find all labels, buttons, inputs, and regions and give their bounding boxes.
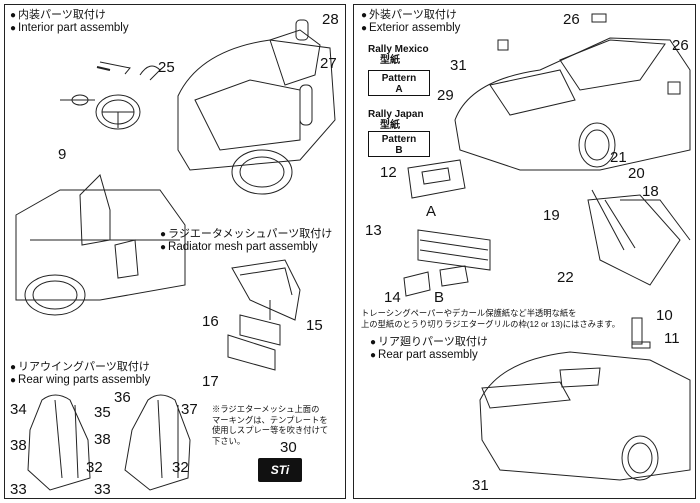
part-number-17: 17 (202, 373, 219, 390)
pattern-a-caption: Rally Mexico 型紙 (368, 44, 429, 66)
radiator-heading-en: Radiator mesh part assembly (160, 241, 332, 254)
pattern-a-caption-line1: Rally Mexico (368, 44, 429, 55)
steering-wheel-drawing (60, 61, 161, 130)
pattern-b-caption-line1: Rally Japan (368, 109, 424, 120)
exterior-heading: 外装パーツ取付け Exterior assembly (361, 9, 460, 35)
part-number-34: 34 (10, 401, 27, 418)
part-number-9: 9 (58, 146, 67, 163)
rear-wing-heading-jp: リアウイングパーツ取付け (10, 361, 150, 374)
part-number-32-right: 32 (172, 459, 189, 476)
car-rear-drawing (479, 317, 691, 481)
part-number-35: 35 (94, 404, 111, 421)
mesh-note-line2: マーキングは、テンプレートを (212, 414, 328, 425)
pattern-a-line1: Pattern (381, 73, 417, 84)
part-number-22: 22 (557, 269, 574, 286)
rear-part-heading-en: Rear part assembly (370, 349, 488, 362)
part-number-13: 13 (365, 222, 382, 239)
part-number-28: 28 (322, 11, 339, 28)
radiator-mesh-drawing (227, 259, 301, 371)
part-number-25: 25 (158, 59, 175, 76)
car-interior-drawing (177, 19, 336, 195)
part-number-30: 30 (280, 439, 297, 456)
part-number-19: 19 (543, 207, 560, 224)
part-number-12: 12 (380, 164, 397, 181)
pattern-b-line1: Pattern (381, 134, 417, 145)
part-number-31-front: 31 (450, 57, 467, 74)
part-number-26-side: 26 (672, 37, 689, 54)
part-number-27: 27 (320, 55, 337, 72)
right-panel (353, 4, 696, 499)
radiator-heading: ラジエータメッシュパーツ取付け Radiator mesh part assem… (160, 228, 332, 254)
pattern-a-box: Pattern A (368, 70, 430, 96)
rear-part-heading: リア廻りパーツ取付け Rear part assembly (370, 336, 488, 362)
part-number-10: 10 (656, 307, 673, 324)
part-number-14: 14 (384, 289, 401, 306)
part-number-20: 20 (628, 165, 645, 182)
part-number-31-rear: 31 (472, 477, 489, 494)
racing-seat-left-drawing (27, 394, 91, 491)
mesh-note-line3: 使用しスプレー等を吹き付けて (212, 425, 329, 435)
part-number-32-left: 32 (86, 459, 103, 476)
tracing-note-line2: 上の型紙のとうり切りラジエターグリルの枠(12 or 13)にはさみます。 (361, 318, 620, 329)
rear-part-heading-jp: リア廻りパーツ取付け (370, 336, 488, 349)
exterior-heading-jp: 外装パーツ取付け (361, 9, 460, 22)
spoiler-parts-drawing (587, 189, 691, 286)
rear-wing-heading: リアウイングパーツ取付け Rear wing parts assembly (10, 361, 150, 387)
part-number-33-right: 33 (94, 481, 111, 498)
part-number-36: 36 (114, 389, 131, 406)
interior-heading-en: Interior part assembly (10, 22, 129, 35)
seat-chassis-drawing (15, 174, 186, 316)
part-number-15: 15 (306, 317, 323, 334)
tracing-note: トレーシングペーパーやデカール保護紙など半透明な紙を 上の型紙のとうり切りラジエ… (361, 308, 620, 329)
part-number-18: 18 (642, 183, 659, 200)
grille-frame-drawing (403, 159, 491, 297)
pattern-b-caption-line2: 型紙 (380, 120, 400, 131)
tracing-note-line1: トレーシングペーパーやデカール保護紙など半透明な紙を (361, 308, 577, 318)
part-number-11: 11 (664, 330, 680, 347)
mesh-note: ※ラジエターメッシュ上面の マーキングは、テンプレートを 使用しスプレー等を吹き… (212, 404, 328, 446)
mesh-note-line1: ※ラジエターメッシュ上面の (212, 404, 320, 414)
radiator-heading-jp: ラジエータメッシュパーツ取付け (160, 228, 332, 241)
sti-logo: STi (258, 458, 302, 482)
part-number-38-left: 38 (10, 437, 27, 454)
exterior-heading-en: Exterior assembly (361, 22, 460, 35)
pattern-a-caption-line2: 型紙 (380, 55, 400, 66)
part-number-16: 16 (202, 313, 219, 330)
interior-heading: 内装パーツ取付け Interior part assembly (10, 9, 129, 35)
part-number-21: 21 (610, 149, 627, 166)
part-number-37: 37 (181, 401, 198, 418)
pattern-b-caption: Rally Japan 型紙 (368, 109, 424, 131)
pattern-b-box: Pattern B (368, 131, 430, 157)
part-number-38-right: 38 (94, 431, 111, 448)
label-a: A (426, 203, 437, 220)
interior-heading-jp: 内装パーツ取付け (10, 9, 129, 22)
pattern-b-line2: B (395, 145, 403, 156)
part-number-29: 29 (437, 87, 454, 104)
part-number-33-left: 33 (10, 481, 27, 498)
car-front-drawing (454, 13, 691, 171)
part-number-26-top: 26 (563, 11, 580, 28)
pattern-a-line2: A (395, 84, 403, 95)
label-b: B (434, 289, 445, 306)
rear-wing-heading-en: Rear wing parts assembly (10, 374, 150, 387)
racing-seat-right-drawing (124, 394, 191, 491)
mesh-note-line4: 下さい。 (212, 435, 246, 446)
